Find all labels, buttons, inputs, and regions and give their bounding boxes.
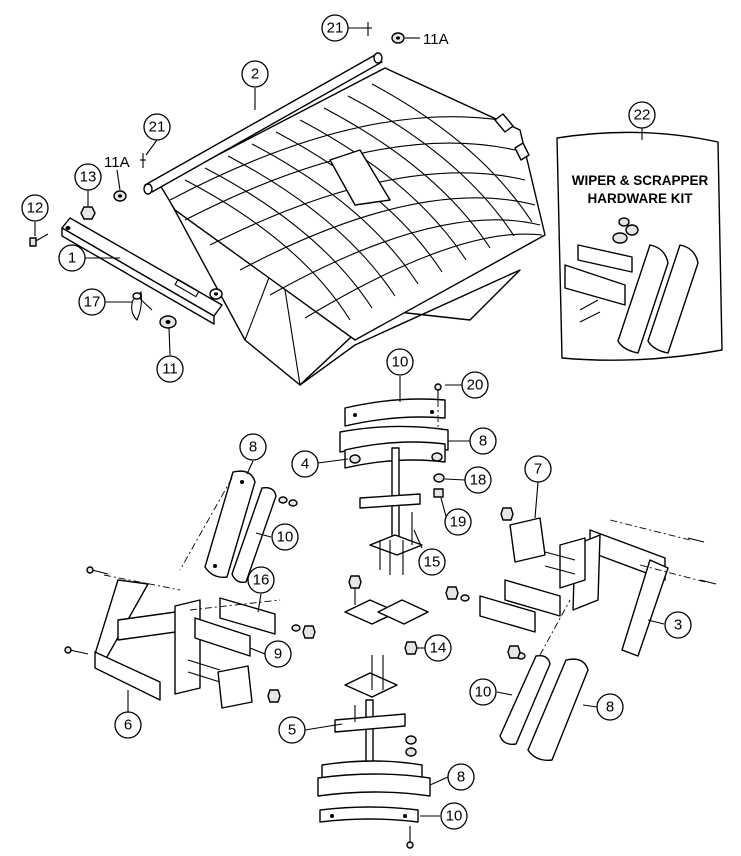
callout-8-left: 8 bbox=[239, 433, 267, 461]
svg-text:4: 4 bbox=[301, 456, 309, 473]
callout-2: 2 bbox=[241, 60, 269, 88]
callout-21-top: 21 bbox=[321, 14, 349, 42]
callout-8-center-top: 8 bbox=[469, 427, 497, 455]
clip-pin-17 bbox=[131, 290, 153, 321]
svg-text:11: 11 bbox=[162, 361, 178, 378]
svg-text:8: 8 bbox=[457, 769, 465, 786]
callout-13: 13 bbox=[74, 163, 102, 191]
center-wiper-stack bbox=[317, 383, 449, 849]
svg-text:8: 8 bbox=[479, 433, 487, 450]
leader-lines bbox=[34, 27, 665, 817]
svg-text:12: 12 bbox=[27, 200, 44, 217]
svg-text:21: 21 bbox=[327, 20, 344, 37]
kit-title-line1: WIPER & SCRAPPER bbox=[572, 173, 709, 188]
svg-text:7: 7 bbox=[534, 461, 542, 478]
svg-text:10: 10 bbox=[277, 529, 294, 546]
callout-18: 18 bbox=[464, 466, 492, 494]
callout-7: 7 bbox=[524, 455, 552, 483]
nut-13 bbox=[80, 206, 96, 220]
svg-text:22: 22 bbox=[634, 107, 651, 124]
callout-8-bottom: 8 bbox=[447, 763, 475, 791]
link-bar bbox=[61, 217, 223, 325]
callout-19: 19 bbox=[444, 508, 472, 536]
svg-text:16: 16 bbox=[253, 572, 270, 589]
svg-text:9: 9 bbox=[274, 646, 282, 663]
svg-text:19: 19 bbox=[450, 514, 467, 531]
callout-10-bottom: 10 bbox=[440, 802, 468, 830]
callout-20: 20 bbox=[461, 371, 489, 399]
callout-15: 15 bbox=[418, 548, 446, 576]
svg-text:2: 2 bbox=[251, 66, 259, 83]
hardware-kit-bag: WIPER & SCRAPPER HARDWARE KIT bbox=[556, 131, 723, 361]
callout-3: 3 bbox=[664, 611, 692, 639]
svg-text:6: 6 bbox=[124, 717, 132, 734]
callout-11: 11 bbox=[156, 355, 184, 383]
callout-10-right: 10 bbox=[469, 678, 497, 706]
kit-title-line2: HARDWARE KIT bbox=[588, 191, 694, 206]
callout-16: 16 bbox=[247, 566, 275, 594]
label-11a-left: 11A bbox=[104, 154, 130, 171]
callout-10-left: 10 bbox=[271, 523, 299, 551]
callout-14: 14 bbox=[424, 634, 452, 662]
callout-10-top: 10 bbox=[386, 348, 414, 376]
grate-assembly bbox=[113, 22, 546, 386]
label-11a-top: 11A bbox=[423, 31, 449, 48]
callout-12: 12 bbox=[21, 194, 49, 222]
svg-text:3: 3 bbox=[674, 617, 682, 634]
svg-text:15: 15 bbox=[424, 554, 441, 571]
callout-6: 6 bbox=[114, 711, 142, 739]
right-wiper-assembly bbox=[445, 507, 717, 761]
svg-text:8: 8 bbox=[606, 699, 614, 716]
callout-9: 9 bbox=[264, 640, 292, 668]
svg-text:14: 14 bbox=[430, 640, 447, 657]
callout-8-right: 8 bbox=[596, 693, 624, 721]
svg-text:8: 8 bbox=[249, 439, 257, 456]
svg-text:5: 5 bbox=[288, 722, 296, 739]
washer-11 bbox=[159, 315, 177, 329]
callout-5: 5 bbox=[278, 716, 306, 744]
svg-text:10: 10 bbox=[392, 354, 409, 371]
callout-17: 17 bbox=[78, 288, 106, 316]
svg-text:20: 20 bbox=[467, 377, 484, 394]
svg-text:21: 21 bbox=[149, 119, 166, 136]
bolt-12 bbox=[29, 233, 49, 247]
left-wiper-assembly bbox=[64, 470, 316, 709]
svg-text:13: 13 bbox=[80, 169, 97, 186]
svg-text:17: 17 bbox=[84, 294, 101, 311]
svg-text:18: 18 bbox=[470, 472, 487, 489]
callout-4: 4 bbox=[291, 450, 319, 478]
callout-22: 22 bbox=[628, 101, 656, 129]
svg-text:10: 10 bbox=[446, 808, 463, 825]
svg-text:1: 1 bbox=[68, 250, 76, 267]
callout-21-left: 21 bbox=[143, 113, 171, 141]
svg-text:10: 10 bbox=[475, 684, 492, 701]
callout-1: 1 bbox=[58, 244, 86, 272]
